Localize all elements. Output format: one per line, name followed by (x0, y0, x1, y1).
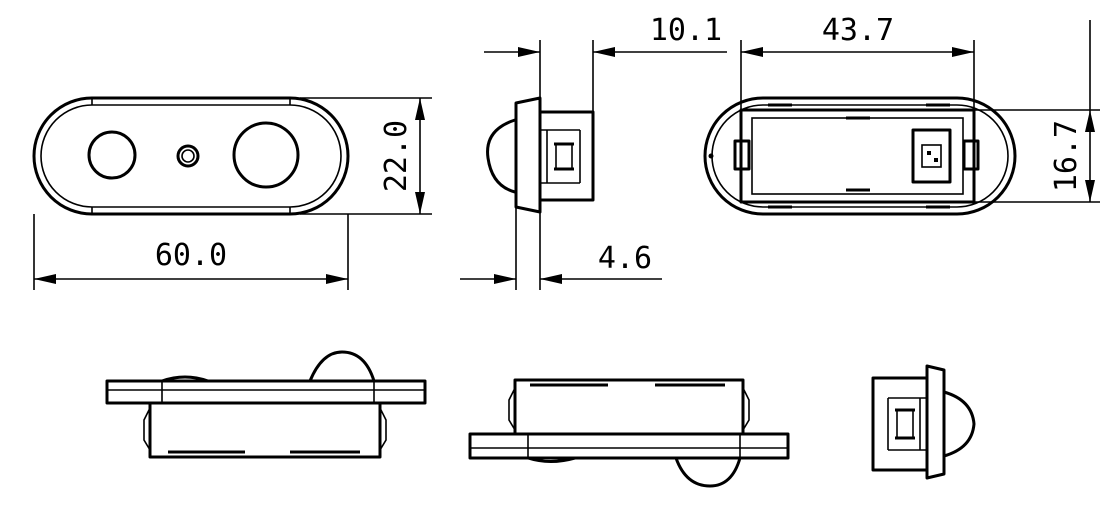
front-center-led (176, 144, 200, 168)
back-connector (911, 128, 952, 184)
back-height-label: 16.7 (1049, 120, 1084, 192)
back-width-label: 43.7 (822, 13, 894, 48)
bottom-view-flange (468, 432, 790, 460)
front-center-led-inner (181, 149, 195, 163)
back-view (703, 96, 1017, 216)
right-side-flange (925, 364, 946, 480)
bottom-view-body (513, 378, 745, 436)
front-right-lens (232, 121, 300, 189)
right-side-lens (943, 390, 976, 458)
side-depth-label: 10.1 (650, 13, 722, 48)
front-left-hole (87, 130, 137, 180)
dimension-front-width: 60.0 (33, 214, 349, 290)
top-view-body (148, 401, 382, 459)
top-view-left (105, 350, 427, 459)
front-height-label: 22.0 (379, 120, 414, 192)
side-view-right (871, 364, 976, 480)
side-flange (514, 96, 542, 214)
bottom-view-lens (674, 457, 742, 488)
dimension-side-flange: 4.6 (460, 207, 662, 290)
top-view-lens (308, 350, 376, 382)
top-view-flange (105, 379, 427, 405)
bottom-view-center (468, 378, 790, 488)
front-view (32, 96, 350, 216)
dimension-front-height: 22.0 (300, 97, 432, 215)
side-flange-label: 4.6 (598, 241, 652, 276)
back-outline-outer (703, 96, 1017, 216)
back-clip (962, 139, 980, 171)
front-outline-outer (32, 96, 350, 216)
front-outline-inner (40, 104, 342, 208)
right-side-body (871, 376, 929, 472)
dimension-back-height: 16.7 (974, 20, 1100, 203)
side-lens (486, 118, 516, 194)
dimension-side-depth: 10.1 (484, 13, 727, 112)
front-width-label: 60.0 (155, 238, 227, 273)
side-body (538, 110, 595, 202)
dimension-back-width: 43.7 (740, 13, 975, 110)
back-housing (739, 108, 976, 204)
back-clip (733, 139, 751, 171)
side-view (486, 96, 595, 214)
